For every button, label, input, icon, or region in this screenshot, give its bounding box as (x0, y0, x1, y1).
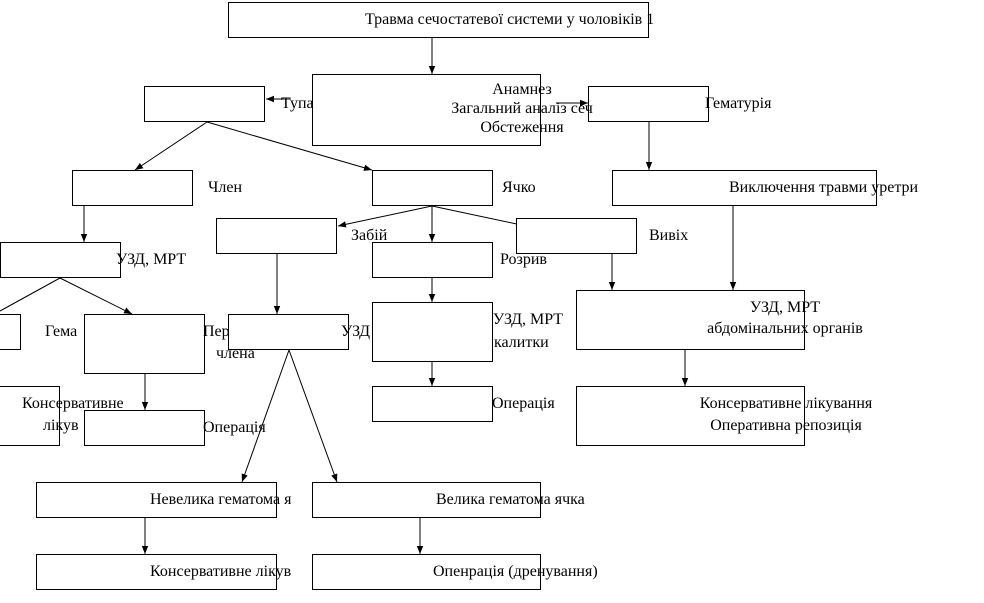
usd-clip-label: УЗД (341, 323, 371, 340)
large-hematoma-label: Велика гематома ячка (436, 491, 585, 508)
arrow-testicle-to-contusion (337, 205, 433, 228)
operation-left-box (84, 410, 205, 446)
anamnesis-label-3: Обстеження (480, 119, 564, 136)
fracture-label-2: члена (216, 345, 255, 362)
penis-box (72, 170, 193, 206)
large-hematoma-box (312, 482, 541, 518)
anamnesis-label-2: Загальний аналіз сеч (451, 100, 593, 117)
dislocation-box (516, 218, 637, 254)
conservative-bottom-box (36, 554, 277, 590)
testicle-label: Ячко (502, 179, 536, 196)
usd-mri-left-label: УЗД, МРТ (116, 251, 187, 268)
contusion-box (216, 218, 337, 254)
conservative-reposition-box (576, 386, 805, 446)
dislocation-label: Вивіх (649, 227, 689, 244)
hematoma-clip-label: Гема (45, 323, 78, 340)
testicle-box (372, 170, 493, 206)
arrow-usd-to-large-hematoma (288, 349, 338, 483)
rupture-label: Розрив (500, 251, 547, 268)
usd-clip-box (228, 314, 349, 350)
arrow-usd-to-small-hematoma (241, 349, 290, 483)
urethra-label: Виключення травми уретри (729, 179, 919, 196)
usd-abdominal-label-2: абдомінальних органів (707, 320, 863, 337)
conservative-bottom-label: Консервативне лікув (150, 563, 292, 580)
small-hematoma-box (36, 482, 277, 518)
anamnesis-label-1: Анамнез (492, 81, 552, 98)
usd-scrotum-label-1: УЗД, МРТ (492, 311, 564, 328)
conservative-clip-label-1: Консервативне (22, 395, 124, 412)
hematuria-box (588, 86, 709, 122)
operation-mid-box (372, 386, 493, 422)
conservative-reposition-label-2: Оперативна репозиція (710, 417, 862, 434)
usd-scrotum-box (372, 302, 493, 362)
drainage-label: Опенрація (дренування) (433, 563, 598, 580)
conservative-clip-label-2: лікув (43, 417, 79, 434)
blunt-label: Тупа (281, 95, 314, 112)
conservative-clip-box (0, 386, 60, 446)
urethra-box (612, 170, 877, 206)
conservative-reposition-label-1: Консервативне лікування (699, 395, 873, 412)
arrow-testicle-to-dislocation (431, 205, 527, 228)
title-label: Травма сечостатевої системи у чоловіків … (365, 11, 655, 28)
arrow-blunt-to-penis (134, 121, 208, 171)
anamnesis-box (312, 74, 541, 146)
contusion-label: Забій (351, 227, 388, 244)
hematuria-label: Гематурія (705, 95, 772, 112)
operation-left-label: Операція (203, 419, 266, 436)
usd-abdominal-label-1: УЗД, МРТ (749, 299, 821, 316)
title-box (228, 2, 649, 38)
hematoma-clip-box (0, 314, 21, 350)
fracture-label-1: Пер (203, 323, 230, 340)
usd-scrotum-label-2: калитки (494, 334, 549, 351)
usd-abdominal-box (576, 290, 805, 350)
small-hematoma-label: Невелика гематома я (150, 491, 292, 508)
arrow-usd-left-to-hematoma (0, 277, 61, 312)
penis-label: Член (208, 179, 243, 196)
drainage-box (312, 554, 541, 590)
blunt-box (144, 86, 265, 122)
operation-mid-label: Операція (492, 395, 555, 412)
arrow-usd-left-to-fracture (59, 277, 133, 315)
arrow-blunt-to-testicle (206, 121, 373, 171)
usd-mri-left-box (0, 242, 121, 278)
rupture-box (372, 242, 493, 278)
fracture-box (84, 314, 205, 374)
